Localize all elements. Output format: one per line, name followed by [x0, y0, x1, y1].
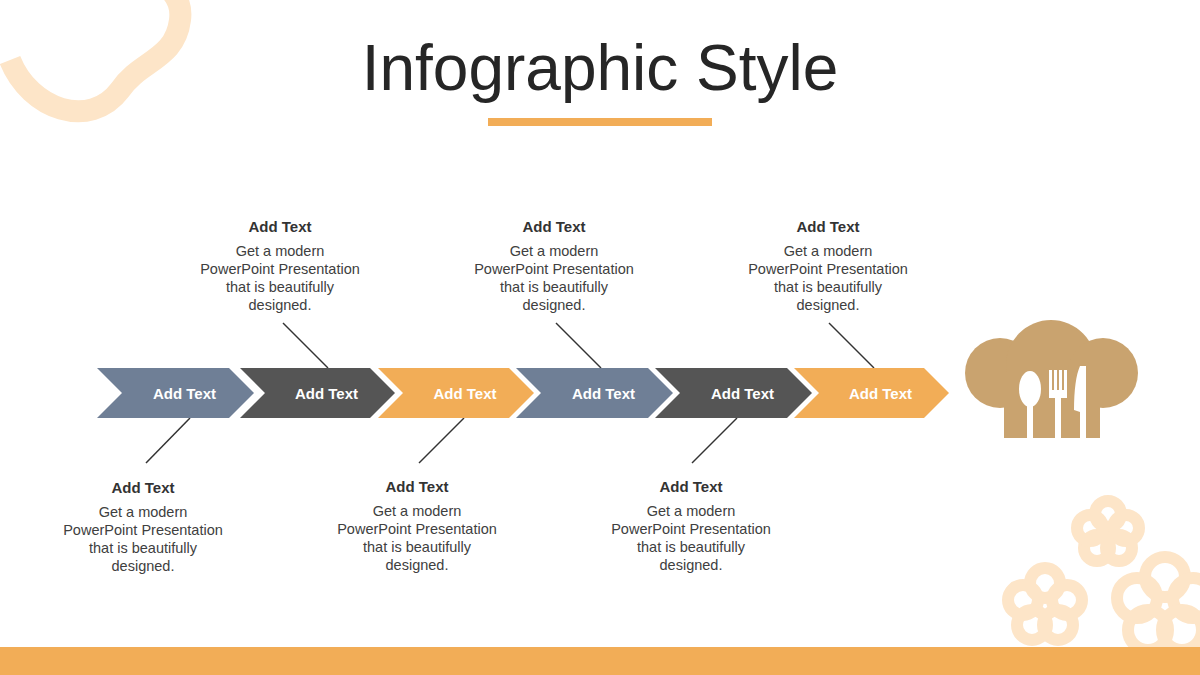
- callout: Add TextGet a modern PowerPoint Presenta…: [611, 478, 771, 574]
- step-label: Add Text: [711, 385, 774, 402]
- callout-body: Get a modern PowerPoint Presentation tha…: [748, 242, 908, 314]
- chevron-step: Add Text: [655, 368, 812, 418]
- chevron-step: Add Text: [378, 368, 534, 418]
- step-text-wrap: Add Text: [240, 368, 395, 418]
- callout-heading: Add Text: [200, 218, 360, 236]
- chevron-step: Add Text: [97, 368, 254, 418]
- chevron-fill: [655, 368, 812, 418]
- callout: Add TextGet a modern PowerPoint Presenta…: [337, 478, 497, 574]
- step-text-wrap: Add Text: [516, 368, 673, 418]
- chevron-step: Add Text: [516, 368, 673, 418]
- callout: Add TextGet a modern PowerPoint Presenta…: [474, 218, 634, 314]
- title: Infographic Style: [0, 28, 1200, 108]
- footer-band: [0, 647, 1200, 675]
- callout-heading: Add Text: [748, 218, 908, 236]
- chef-hat-icon: [965, 320, 1138, 438]
- callout: Add TextGet a modern PowerPoint Presenta…: [748, 218, 908, 314]
- chevron-step: Add Text: [240, 368, 395, 418]
- chevron-fill: [516, 368, 673, 418]
- callout-body: Get a modern PowerPoint Presentation tha…: [200, 242, 360, 314]
- callout-body: Get a modern PowerPoint Presentation tha…: [474, 242, 634, 314]
- step-label: Add Text: [849, 385, 912, 402]
- callout-heading: Add Text: [63, 479, 223, 497]
- callout-body: Get a modern PowerPoint Presentation tha…: [63, 503, 223, 575]
- chevron-step: Add Text: [794, 368, 949, 418]
- title-underline: [488, 118, 712, 126]
- step-text-wrap: Add Text: [794, 368, 949, 418]
- chevron-fill: [378, 368, 534, 418]
- step-label: Add Text: [295, 385, 358, 402]
- callout: Add TextGet a modern PowerPoint Presenta…: [200, 218, 360, 314]
- step-text-wrap: Add Text: [97, 368, 254, 418]
- step-label: Add Text: [153, 385, 216, 402]
- callout-body: Get a modern PowerPoint Presentation tha…: [337, 502, 497, 574]
- chevron-fill: [240, 368, 395, 418]
- step-label: Add Text: [433, 385, 496, 402]
- chevron-fill: [97, 368, 254, 418]
- step-text-wrap: Add Text: [655, 368, 812, 418]
- callout-heading: Add Text: [611, 478, 771, 496]
- callout-heading: Add Text: [474, 218, 634, 236]
- flower-decoration: [1008, 501, 1200, 650]
- step-text-wrap: Add Text: [378, 368, 534, 418]
- callout: Add TextGet a modern PowerPoint Presenta…: [63, 479, 223, 575]
- flower-decoration: [10, 0, 180, 111]
- callout-body: Get a modern PowerPoint Presentation tha…: [611, 502, 771, 574]
- leader-lines: [146, 323, 874, 463]
- chevron-fill: [794, 368, 949, 418]
- step-label: Add Text: [572, 385, 635, 402]
- callout-heading: Add Text: [337, 478, 497, 496]
